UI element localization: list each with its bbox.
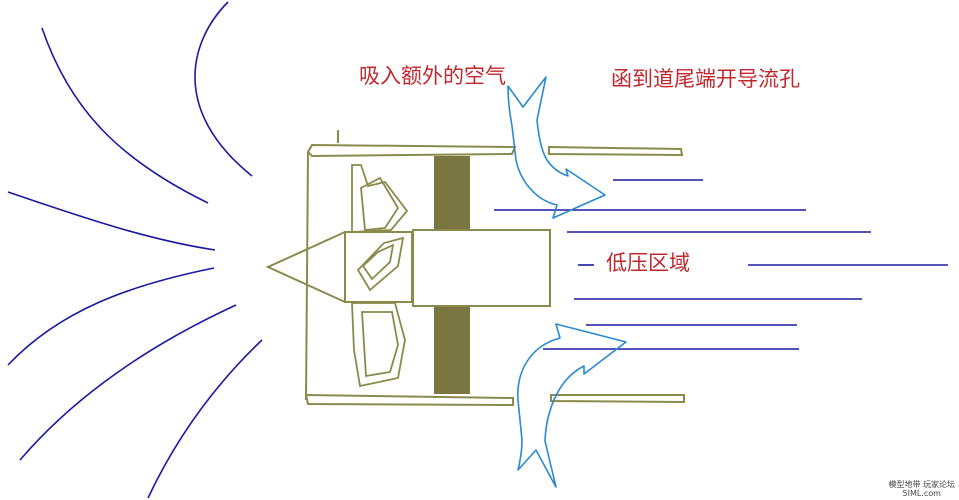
airflow-curve: [7, 191, 216, 251]
airflow-curve: [7, 267, 215, 366]
nacelle-rear-top: [548, 145, 684, 157]
fan-blade-lower: [351, 302, 406, 388]
incoming-airflow-lines: [7, 1, 263, 499]
fan-blade-upper: [351, 164, 409, 233]
nacelle-front-lip: [305, 151, 309, 401]
lower-intake-arrow: [517, 323, 627, 488]
fan-blade-lower-inner: [361, 311, 399, 378]
cone-outline: [265, 231, 346, 303]
nacelle-top-wall: [306, 143, 517, 158]
shaft-upper: [434, 156, 470, 230]
airflow-curve: [19, 304, 237, 461]
low-pressure-label: 低压区域: [606, 251, 690, 275]
shaft: [434, 156, 470, 394]
watermark-line2: 5IML.com: [902, 489, 941, 498]
shaft-lower: [434, 306, 470, 394]
nacelle-bottom-wall: [304, 393, 514, 407]
fan-blade-upper-inner: [360, 176, 400, 231]
watermark: 模型地带 玩家论坛 5IML.com: [888, 480, 955, 498]
watermark-line1: 模型地带 玩家论坛: [888, 480, 955, 489]
intake-arrows: [507, 76, 627, 488]
airflow-curve: [194, 1, 253, 177]
duct-label: 函到道尾端开导流孔: [611, 67, 800, 91]
airflow-curve: [41, 27, 209, 204]
airflow-curve: [147, 339, 263, 499]
fan-blade-center: [356, 236, 405, 292]
nose-cone: [265, 231, 413, 303]
exhaust-flow-lines: [494, 179, 948, 350]
nacelle-rear-bottom: [550, 394, 685, 404]
engine-nacelle: [304, 130, 685, 407]
fan-blades: [351, 164, 409, 388]
core-housing: [412, 229, 551, 307]
intake-label: 吸入额外的空气: [359, 64, 506, 88]
fan-blade-center-inner: [361, 243, 395, 281]
upper-intake-arrow: [507, 76, 606, 219]
